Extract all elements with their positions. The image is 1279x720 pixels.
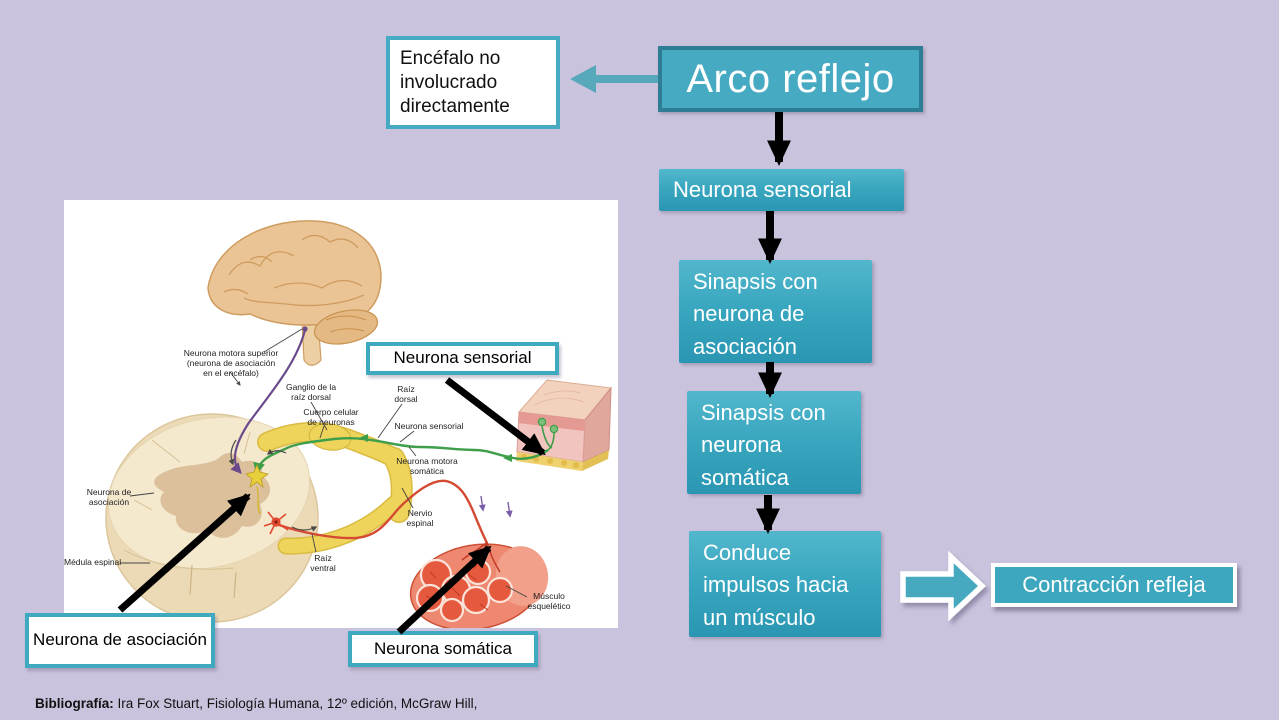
anatomy-figure: Neurona motora superior (neurona de asoc… — [64, 200, 618, 631]
note-box-text: Encéfalo no involucrado directamente — [400, 48, 510, 117]
label-skeletal-muscle: Músculo esquelético — [527, 591, 571, 612]
motor-neuron-cell-body — [263, 511, 289, 535]
bibliography: Bibliografía: Ira Fox Stuart, Fisiología… — [35, 696, 477, 711]
motor-neuron-path — [275, 479, 489, 544]
label-ventral-root: Raíz ventral — [310, 553, 336, 574]
flow-box-sensory-neuron-label: Neurona sensorial — [673, 176, 852, 202]
callout-association-neuron-label: Neurona de asociación — [33, 630, 207, 650]
slide-title-text: Arco reflejo — [686, 56, 895, 101]
association-neuron — [245, 463, 269, 515]
flow-box-synapse-association-label: Sinapsis con neurona de asociación — [693, 269, 818, 359]
flow-box-synapse-association: Sinapsis con neurona de asociación — [679, 260, 872, 363]
flow-box-synapse-somatic-label: Sinapsis con neurona somática — [701, 400, 826, 490]
impulse-direction-arrows — [228, 439, 318, 532]
label-neuron-cell-body: Cuerpo celular de neuronas — [303, 407, 359, 428]
label-dorsal-root-ganglion: Ganglio de la raíz dorsal — [285, 382, 337, 403]
label-dorsal-root: Raíz dorsal — [394, 384, 418, 405]
label-somatic-motor-neuron: Neurona motora somática — [396, 456, 458, 477]
note-box: Encéfalo no involucrado directamente — [386, 36, 560, 129]
label-association-neuron: Neurona de asociación — [86, 487, 132, 508]
result-arrow — [900, 550, 987, 622]
callout-sensory-neuron-label: Neurona sensorial — [393, 348, 532, 368]
callout-somatic-neuron-label: Neurona somática — [374, 638, 512, 658]
muscle — [409, 541, 549, 631]
note-arrow — [570, 65, 658, 93]
label-spinal-nerve: Nervio espinal — [406, 508, 434, 529]
callout-sensory-neuron: Neurona sensorial — [366, 342, 559, 375]
label-upper-motor-neuron: Neurona motora superior (neurona de asoc… — [183, 348, 279, 379]
result-box-label: Contracción refleja — [1022, 572, 1206, 597]
flow-box-synapse-somatic: Sinapsis con neurona somática — [687, 391, 861, 494]
violet-direction-arrows — [478, 495, 513, 518]
result-box: Contracción refleja — [991, 563, 1237, 607]
callout-somatic-neuron: Neurona somática — [348, 631, 538, 667]
dorsal-root-ganglion — [308, 423, 352, 451]
bibliography-label: Bibliografía: — [35, 696, 114, 711]
bibliography-text: Ira Fox Stuart, Fisiología Humana, 12º e… — [113, 696, 478, 711]
upper-motor-neuron-path — [230, 329, 307, 474]
flow-box-sensory-neuron: Neurona sensorial — [659, 169, 904, 211]
callout-association-neuron: Neurona de asociación — [25, 613, 215, 668]
flow-box-conducts-impulses-label: Conduce impulsos hacia un músculo — [703, 540, 849, 630]
flow-box-conducts-impulses: Conduce impulsos hacia un músculo — [689, 531, 881, 637]
brain — [207, 220, 382, 366]
upper-motor-neuron-origin — [302, 326, 308, 332]
sensory-neuron-path — [253, 434, 549, 475]
label-sensory-neuron: Neurona sensorial — [394, 421, 464, 431]
label-spinal-cord: Médula espinal — [64, 557, 122, 567]
slide-title: Arco reflejo — [658, 46, 923, 112]
